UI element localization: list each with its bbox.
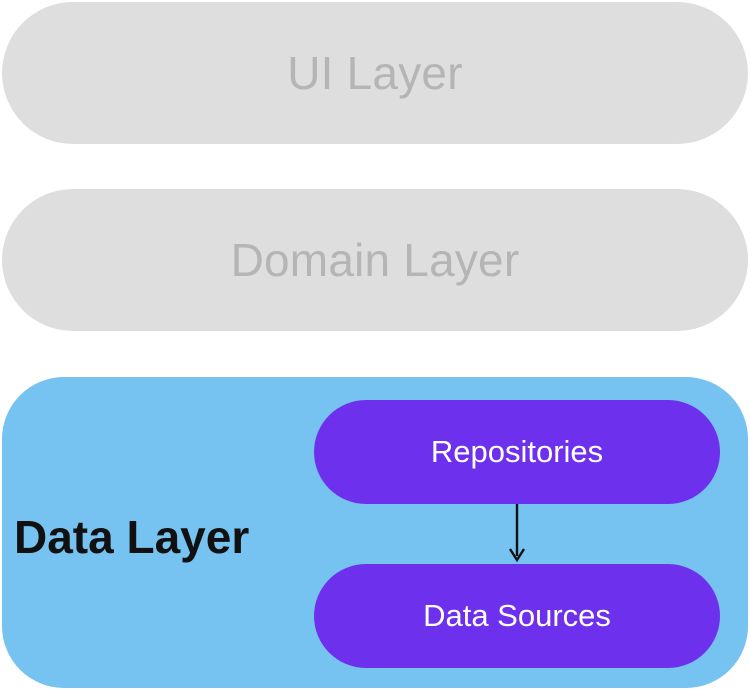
arrow-down-icon [508, 504, 526, 563]
data-sources-label: Data Sources [423, 598, 611, 633]
data-sources-box: Data Sources [314, 564, 720, 668]
domain-layer-pill: Domain Layer [2, 189, 748, 331]
domain-layer-label: Domain Layer [230, 234, 520, 286]
ui-layer-label: UI Layer [287, 47, 463, 99]
repositories-label: Repositories [430, 434, 604, 469]
repositories-box: Repositories [314, 400, 720, 504]
arrow-head [508, 548, 526, 563]
ui-layer-pill: UI Layer [2, 2, 748, 144]
data-layer-label: Data Layer [14, 511, 250, 563]
